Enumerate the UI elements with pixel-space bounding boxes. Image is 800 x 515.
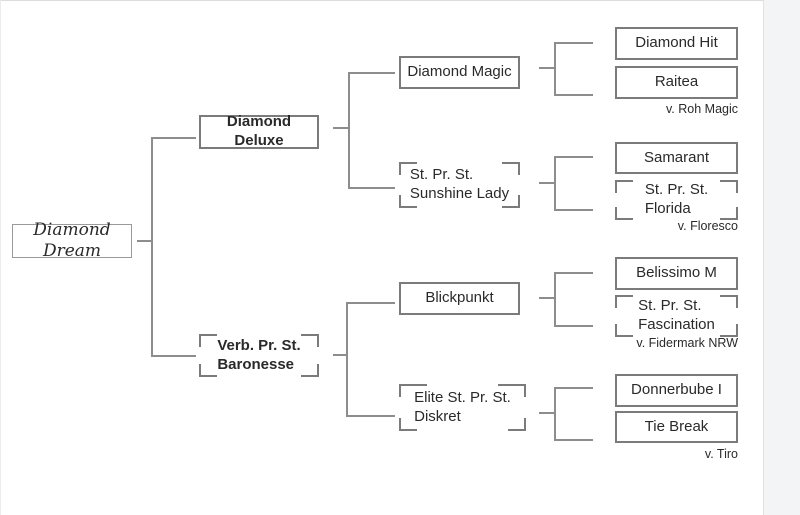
horse-name: Diamond Magic bbox=[407, 63, 512, 81]
connector-line bbox=[554, 209, 593, 211]
bracket-corner bbox=[399, 384, 427, 397]
sire-note: v. Floresco bbox=[677, 219, 738, 233]
horse-name: St. Pr. St. Fascination bbox=[638, 297, 715, 333]
pedigree-box-g4-3: Samarant bbox=[615, 142, 738, 174]
bracket-corner bbox=[301, 334, 319, 347]
connector-line bbox=[346, 302, 395, 304]
bracket-corner bbox=[720, 180, 738, 193]
pedigree-box-g4-6: St. Pr. St. Fascination bbox=[615, 295, 738, 337]
horse-name: Elite St. Pr. St. Diskret bbox=[414, 388, 511, 425]
connector-line bbox=[151, 137, 153, 357]
horse-name: Diamond Deluxe bbox=[226, 113, 292, 149]
connector-line bbox=[539, 67, 556, 69]
horse-name: Belissimo M bbox=[636, 264, 717, 282]
connector-line bbox=[348, 187, 395, 189]
pedigree-box-g4-5: Belissimo M bbox=[615, 257, 738, 290]
horse-name: St. Pr. St. Florida bbox=[644, 181, 709, 217]
connector-line bbox=[348, 72, 350, 189]
connector-line bbox=[554, 42, 593, 44]
pedigree-box-diamond-dream: Diamond Dream bbox=[12, 220, 132, 261]
connector-line bbox=[554, 439, 593, 441]
connector-line bbox=[554, 272, 593, 274]
connector-line bbox=[554, 272, 556, 327]
pedigree-box-dam-dam: Elite St. Pr. St. Diskret bbox=[399, 384, 526, 431]
pedigree-box-g4-8: Tie Break bbox=[615, 411, 738, 443]
horse-name: St. Pr. St. Sunshine Lady bbox=[409, 166, 510, 202]
connector-line bbox=[554, 387, 556, 441]
bracket-corner bbox=[502, 162, 520, 175]
connector-line bbox=[554, 94, 593, 96]
horse-name: Diamond Hit bbox=[635, 34, 718, 52]
bracket-corner bbox=[615, 295, 633, 308]
connector-line bbox=[554, 42, 556, 96]
connector-line bbox=[539, 412, 556, 414]
connector-line bbox=[554, 156, 593, 158]
pedigree-box-dam: Verb. Pr. St. Baronesse bbox=[199, 334, 319, 377]
bracket-corner bbox=[199, 364, 217, 377]
connector-line bbox=[554, 325, 593, 327]
pedigree-box-g4-7: Donnerbube I bbox=[615, 374, 738, 407]
bracket-corner bbox=[399, 418, 417, 431]
horse-name: Donnerbube I bbox=[631, 381, 722, 399]
connector-line bbox=[333, 354, 348, 356]
bracket-corner bbox=[720, 324, 738, 337]
bracket-corner bbox=[508, 418, 526, 431]
connector-line bbox=[348, 72, 395, 74]
pedigree-box-g4-1: Diamond Hit bbox=[615, 27, 738, 60]
pedigree-box-g4-2: Raitea bbox=[615, 66, 738, 99]
connector-line bbox=[346, 415, 395, 417]
horse-name: Raitea bbox=[654, 73, 699, 91]
connector-line bbox=[554, 387, 593, 389]
sire-note: v. Fidermark NRW bbox=[636, 336, 738, 350]
pedigree-box-dam-sire: Blickpunkt bbox=[399, 282, 520, 315]
horse-name: Samarant bbox=[643, 148, 710, 166]
pedigree-box-sire-sire: Diamond Magic bbox=[399, 56, 520, 89]
connector-line bbox=[539, 182, 556, 184]
horse-name: Verb. Pr. St. Baronesse bbox=[217, 336, 301, 373]
connector-line bbox=[151, 355, 196, 357]
bracket-corner bbox=[301, 364, 319, 377]
connector-line bbox=[137, 240, 152, 242]
sire-note: v. Tiro bbox=[704, 447, 738, 461]
connector-line bbox=[539, 297, 556, 299]
bracket-corner bbox=[199, 334, 217, 347]
bracket-corner bbox=[399, 195, 417, 208]
pedigree-box-sire-dam: St. Pr. St. Sunshine Lady bbox=[399, 162, 520, 208]
connector-line bbox=[554, 156, 556, 211]
connector-line bbox=[333, 127, 350, 129]
bracket-corner bbox=[399, 162, 417, 175]
sire-note: v. Roh Magic bbox=[665, 102, 738, 116]
bracket-corner bbox=[615, 324, 633, 337]
bracket-corner bbox=[720, 207, 738, 220]
pedigree-box-sire: Diamond Deluxe bbox=[199, 113, 319, 149]
bracket-corner bbox=[615, 180, 633, 193]
horse-name: Tie Break bbox=[644, 417, 709, 435]
horse-name: Blickpunkt bbox=[425, 289, 494, 307]
connector-line bbox=[346, 302, 348, 417]
bracket-corner bbox=[502, 195, 520, 208]
bracket-corner bbox=[498, 384, 526, 397]
bracket-corner bbox=[720, 295, 738, 308]
horse-name: Diamond Dream bbox=[33, 219, 111, 261]
pedigree-box-g4-4: St. Pr. St. Florida bbox=[615, 180, 738, 220]
connector-line bbox=[151, 137, 196, 139]
bracket-corner bbox=[615, 207, 633, 220]
